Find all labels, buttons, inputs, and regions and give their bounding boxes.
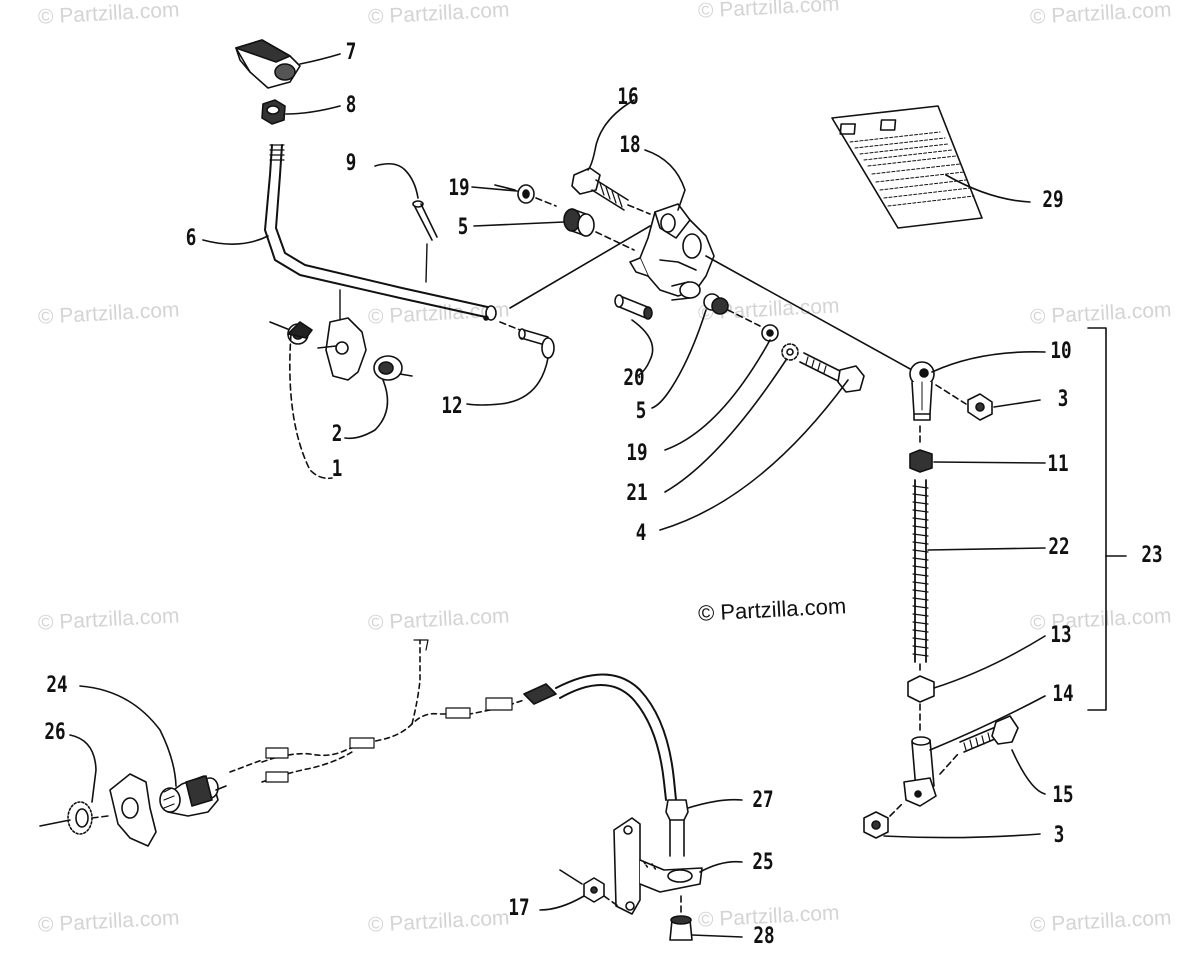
part-8-nut — [261, 99, 286, 125]
callout-25: 25 — [752, 850, 774, 875]
callout-20: 20 — [623, 366, 645, 391]
part-3-nut — [863, 801, 905, 839]
part-13-jam-nut — [907, 663, 935, 703]
part-25-bracket — [613, 817, 703, 915]
part-4-bolt — [799, 352, 865, 393]
part-5-bushing — [703, 293, 761, 327]
part-10-rod-end — [909, 361, 935, 421]
callout-9: 9 — [345, 151, 357, 176]
callout-8: 8 — [345, 93, 357, 118]
callout-5: 5 — [635, 399, 647, 424]
part-7-knob — [235, 39, 301, 89]
callout-10: 10 — [1050, 339, 1072, 364]
part-22-threaded-rod — [912, 479, 929, 663]
part-14-rod-end — [903, 703, 937, 807]
callout-24: 24 — [46, 673, 68, 698]
callout-4: 4 — [635, 521, 647, 546]
part-24-switch — [159, 775, 227, 817]
callout-21: 21 — [626, 481, 648, 506]
callout-1: 1 — [331, 457, 343, 482]
callout-22: 22 — [1048, 535, 1070, 560]
part-18-bracket — [629, 203, 715, 301]
wiring-harness — [229, 639, 525, 783]
callout-6: 6 — [185, 226, 197, 251]
part-11-jam-nut — [909, 425, 933, 473]
part-6-lever — [264, 144, 497, 321]
callout-17: 17 — [508, 896, 530, 921]
callout-16: 16 — [617, 85, 639, 110]
part-28-grommet — [669, 895, 693, 941]
wiring-connectors — [265, 639, 513, 783]
part-26-plate — [91, 773, 157, 847]
callout-7: 7 — [345, 40, 357, 65]
part-15-bolt — [939, 715, 1019, 775]
part-1-plate — [269, 317, 367, 381]
callout-2: 2 — [331, 422, 343, 447]
callout-29: 29 — [1042, 188, 1064, 213]
callout-15: 15 — [1052, 783, 1074, 808]
part-27-cable — [523, 673, 689, 857]
part-5-bushing — [563, 208, 635, 251]
callout-12: 12 — [441, 394, 463, 419]
callout-19: 19 — [626, 441, 648, 466]
part-17-nut — [559, 869, 619, 907]
part-29-decal — [831, 105, 983, 229]
part-20-pin — [614, 294, 653, 320]
callout-13: 13 — [1050, 623, 1072, 648]
callout-26: 26 — [44, 720, 66, 745]
callout-18: 18 — [619, 133, 641, 158]
part-12-pin — [499, 321, 555, 359]
callout-3: 3 — [1057, 387, 1069, 412]
callout-11: 11 — [1047, 452, 1069, 477]
part-26-nut — [39, 801, 93, 835]
part-16-bolt — [571, 167, 651, 215]
callout-27: 27 — [752, 788, 774, 813]
callout-19: 19 — [448, 176, 470, 201]
callout-5: 5 — [457, 215, 469, 240]
callout-14: 14 — [1052, 682, 1074, 707]
part-19-washer — [761, 324, 779, 342]
part-3-nut — [935, 384, 993, 421]
callout-3: 3 — [1053, 823, 1065, 848]
part-2-washer — [373, 355, 413, 381]
part-21-lock-washer — [781, 343, 799, 361]
part-9-cotter-pin — [412, 200, 438, 283]
part-19-washer — [494, 184, 557, 207]
callout-28: 28 — [753, 924, 775, 949]
callout-23: 23 — [1141, 543, 1163, 568]
